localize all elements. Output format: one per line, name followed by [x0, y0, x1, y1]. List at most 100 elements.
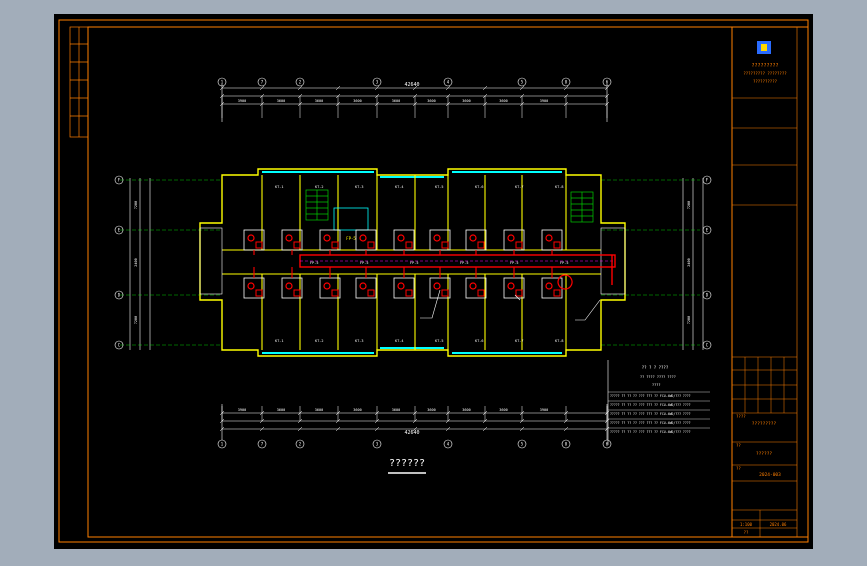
dimension-tick [259, 85, 265, 91]
room-tag: KT-4 [395, 185, 403, 189]
toilet-fixture [433, 234, 441, 242]
room-tags: KT-1KT-1KT-2KT-2KT-3KT-3KT-4KT-4KT-5KT-5… [275, 185, 563, 343]
binding-strip [69, 26, 89, 138]
dimension-tick [219, 85, 225, 91]
fan-coil-label: FP-5 [510, 261, 518, 265]
schedule-unit: ???? [652, 383, 660, 387]
sink-fixture [515, 241, 523, 249]
dimension-tick [219, 426, 225, 432]
axis-label: E [118, 228, 121, 233]
dimension-tick [374, 85, 380, 91]
toilet-fixture [285, 282, 293, 290]
axis-bubble [257, 77, 267, 87]
axis-bubble [561, 439, 571, 449]
axis-bubble [602, 439, 612, 449]
right-dimension-text: 7200 [687, 316, 691, 324]
axis-label: 7 [261, 442, 264, 447]
sink-fixture [553, 289, 561, 297]
schedule-subheader: ?? ???? ???? ???? [640, 375, 676, 379]
toilet-fixture [469, 282, 477, 290]
dimension-text: 3600 [353, 99, 361, 103]
room-tag: KT-6 [475, 339, 483, 343]
drawing-scale: 1:100 [740, 522, 753, 527]
axis-bubble [295, 77, 305, 87]
dimension-tick [335, 426, 341, 432]
drawing-title: ?????? [389, 458, 425, 469]
bottom-dimension-ticks [219, 406, 610, 432]
bottom-dimension-chain [221, 404, 608, 440]
leader-lines [420, 289, 601, 321]
axis-bubble [114, 225, 124, 235]
room-tag: KT-2 [315, 185, 323, 189]
toilet-fixture [507, 282, 515, 290]
toilet-fixture [285, 234, 293, 242]
schedule-row-text: ????? ?? ?? ?? ??? ??? ?? FCU-4WD/??? ??… [610, 412, 691, 416]
dimension-tick [482, 85, 488, 91]
room-tag: KT-1 [275, 185, 283, 189]
toilet-fixture [397, 282, 405, 290]
sink-fixture [331, 241, 339, 249]
sink-fixture [477, 289, 485, 297]
sink-fixture [331, 289, 339, 297]
dimension-text: 3600 [315, 408, 323, 412]
company-name-line3: ?????????? [753, 79, 778, 84]
title-block: ????????? ????????? ???????? ?????????? … [731, 27, 798, 537]
schedule-row-text: ????? ?? ?? ?? ??? ??? ?? FCU-4WD/??? ??… [610, 403, 691, 407]
left-dimension-text: 7200 [134, 201, 138, 209]
room-tag: KT-3 [355, 185, 363, 189]
axis-label: F [706, 178, 709, 183]
toilet-fixture [469, 234, 477, 242]
room-partitions [199, 175, 626, 350]
axis-bubble [702, 225, 712, 235]
fan-coil-label: FP-5 [560, 261, 568, 265]
dimension-text: 3600 [427, 99, 435, 103]
overall-dimension-bottom: 42640 [404, 430, 419, 436]
axis-bubble [114, 175, 124, 185]
dimension-text: 3900 [540, 99, 548, 103]
axis-bubble [517, 77, 527, 87]
sink-fixture [405, 241, 413, 249]
axis-label: 2 [299, 442, 302, 447]
room-tag: KT-2 [315, 339, 323, 343]
axis-label: 6 [606, 442, 609, 447]
dimension-tick [519, 85, 525, 91]
sink-fixture [553, 241, 561, 249]
left-dimension-text: 2400 [134, 258, 138, 266]
drawing-date: 2024.06 [770, 522, 787, 527]
toilet-fixture [247, 234, 255, 242]
toilet-fixture [359, 234, 367, 242]
axis-bubble [443, 77, 453, 87]
toilet-fixture [323, 282, 331, 290]
axis-bubble [217, 439, 227, 449]
schedule-row-text: ????? ?? ?? ?? ??? ??? ?? FCU-4WD/??? ??… [610, 421, 691, 425]
axis-bubble [217, 77, 227, 87]
axis-bubble [602, 77, 612, 87]
drawing-number-label: ?? [736, 466, 741, 471]
toilet-fixture [433, 282, 441, 290]
dimension-text: 3600 [499, 99, 507, 103]
toilet-fixture [545, 234, 553, 242]
schedule-header: ?? ? ? ???? [642, 365, 669, 370]
dimension-tick [297, 85, 303, 91]
axis-label: 4 [447, 442, 450, 447]
toilet-fixture [359, 282, 367, 290]
dimension-text: 3600 [427, 408, 435, 412]
dimension-text: 3900 [238, 408, 246, 412]
dimension-text: 3600 [277, 99, 285, 103]
horizontal-grid-lines [120, 179, 700, 346]
inner-border [87, 26, 809, 538]
elevator-shaft [333, 207, 369, 231]
axis-label: 1 [221, 80, 224, 85]
axis-bubble [372, 77, 382, 87]
left-dimension-chain [129, 178, 151, 350]
dimension-text: 3600 [462, 99, 470, 103]
left-dimension-text: 7200 [134, 316, 138, 324]
dimension-tick [563, 85, 569, 91]
axis-label: 4 [447, 80, 450, 85]
overall-dimension-top: 42640 [404, 82, 419, 88]
room-tag: KT-7 [515, 339, 523, 343]
